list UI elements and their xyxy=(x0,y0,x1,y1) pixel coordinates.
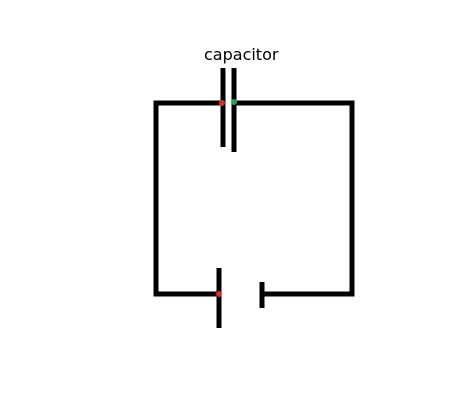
circuit-wires xyxy=(153,100,355,297)
capacitor-label: capacitor xyxy=(204,45,279,64)
battery-symbol xyxy=(216,268,265,328)
capacitor-terminal-dot-left xyxy=(219,100,225,106)
battery-terminal-dot xyxy=(216,291,222,297)
capacitor-symbol xyxy=(220,68,237,152)
capacitor-terminal-dot-right xyxy=(231,99,237,105)
